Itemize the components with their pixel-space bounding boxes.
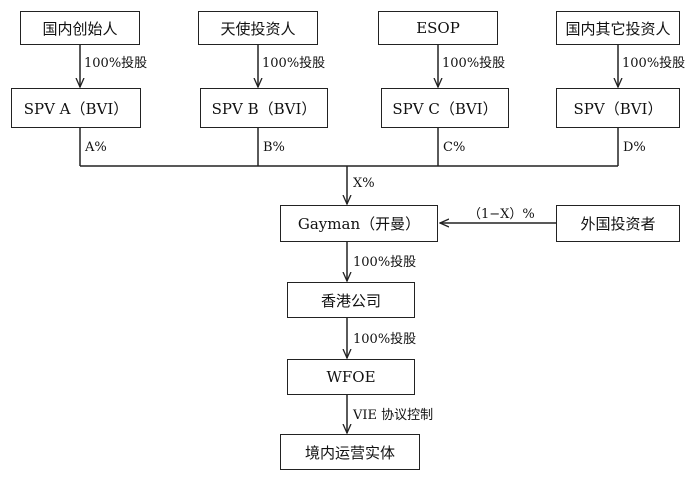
box-wfoe: WFOE — [287, 359, 415, 395]
box-hk-company: 香港公司 — [287, 282, 415, 318]
box-foreign-investor: 外国投资者 — [556, 205, 680, 242]
label-hk-to-wfoe: 100%投股 — [353, 332, 417, 347]
label-esop-to-spv-c: 100%投股 — [442, 56, 506, 71]
box-angel-investor: 天使投资人 — [198, 11, 318, 45]
box-founder: 国内创始人 — [20, 11, 140, 45]
label-spv-a-share: A% — [85, 140, 107, 155]
label-spv-d-share: D% — [623, 140, 646, 155]
label-spv-b-share: B% — [263, 140, 285, 155]
box-spv-a: SPV A（BVI） — [11, 88, 141, 128]
label-spv-c-share: C% — [443, 140, 466, 155]
box-spv-c: SPV C（BVI） — [381, 88, 509, 128]
box-gayman-cayman: Gayman（开曼） — [280, 205, 438, 242]
label-other-to-spv-d: 100%投股 — [622, 56, 686, 71]
box-other-domestic-investor: 国内其它投资人 — [556, 11, 680, 45]
label-founder-to-spv-a: 100%投股 — [84, 56, 148, 71]
label-bus-to-gayman: X% — [353, 176, 375, 191]
box-esop: ESOP — [378, 11, 498, 45]
box-spv-b: SPV B（BVI） — [200, 88, 328, 128]
label-wfoe-to-entity: VIE 协议控制 — [353, 408, 434, 423]
label-angel-to-spv-b: 100%投股 — [262, 56, 326, 71]
box-spv-d: SPV（BVI） — [556, 88, 680, 128]
label-gayman-to-hk: 100%投股 — [353, 255, 417, 270]
box-domestic-operating-entity: 境内运营实体 — [280, 434, 420, 470]
label-foreign-to-gayman: （1−X）% — [468, 207, 535, 222]
